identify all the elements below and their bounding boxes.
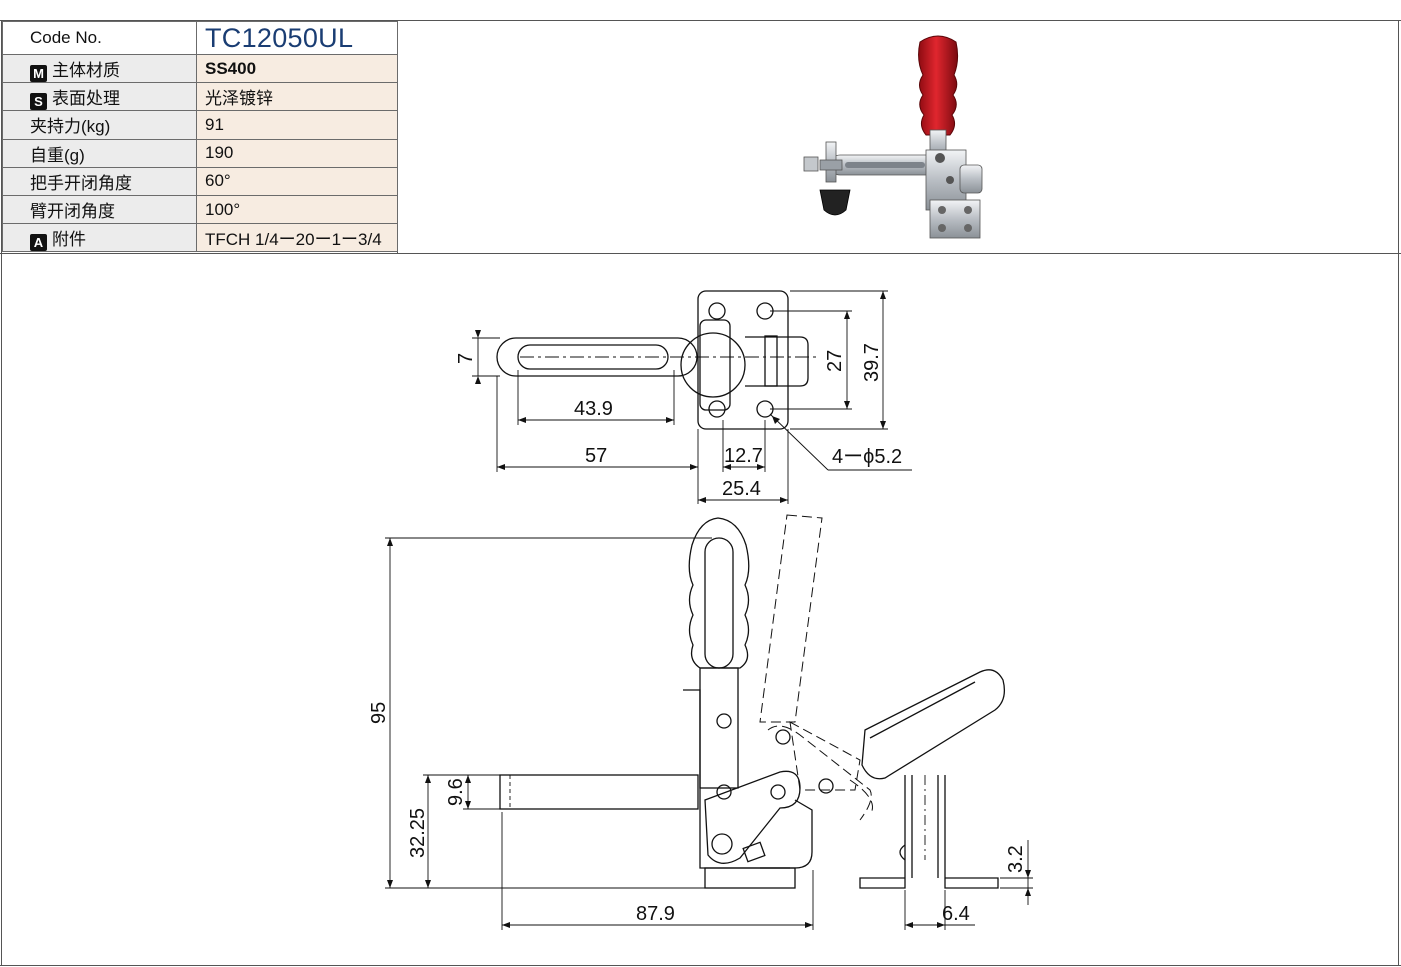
spec-label: 附件: [52, 229, 86, 249]
spec-row-accessory: A 附件 TFCH 1/4ー20ー1ー3/4: [2, 223, 398, 253]
spec-row-code: Code No. TC12050UL: [2, 21, 398, 55]
accessory-badge-icon: A: [30, 233, 47, 251]
spec-value: 光泽镀锌: [196, 82, 398, 112]
frame-top-line: [0, 20, 1401, 21]
dim-holes: 4ーϕ5.2: [832, 446, 902, 468]
spec-row-handle-angle: 把手开闭角度 60°: [2, 166, 398, 196]
dim-slot-length: 43.9: [574, 398, 613, 420]
material-badge-icon: M: [30, 64, 47, 82]
dim-hole-pitch-x: 12.7: [724, 445, 763, 467]
dim-reach: 87.9: [636, 903, 675, 925]
technical-drawing: 7 43.9 57 12.7 25.4 27 39.7 4ーϕ5.2 95 32…: [368, 290, 1033, 930]
spec-row-surface: S 表面处理 光泽镀锌: [2, 82, 398, 112]
spec-value: SS400: [196, 53, 398, 84]
spec-label: 表面处理: [52, 88, 120, 108]
rubber-tip-icon: [819, 189, 851, 216]
spec-label: 把手开闭角度: [2, 166, 197, 196]
spec-code-label: Code No.: [2, 21, 197, 55]
dim-arm-thickness: 9.6: [445, 778, 467, 806]
spec-label: 自重(g): [2, 138, 197, 168]
spec-value: 91: [196, 110, 398, 140]
spec-code-value: TC12050UL: [196, 21, 398, 55]
dim-spindle-height: 32.25: [407, 808, 429, 858]
spec-value: 60°: [196, 166, 398, 196]
spec-value: TFCH 1/4ー20ー1ー3/4: [196, 223, 398, 253]
spec-row-material: M 主体材质 SS400: [2, 53, 398, 84]
frame-left-line: [1, 20, 2, 966]
surface-badge-icon: S: [30, 92, 47, 110]
dim-base-height: 39.7: [861, 343, 883, 382]
dim-base-thickness: 3.2: [1005, 845, 1027, 873]
handle-grip-icon: [918, 35, 959, 136]
spec-row-holding-force: 夹持力(kg) 91: [2, 110, 398, 140]
dim-width: 6.4: [942, 903, 970, 925]
spec-row-arm-angle: 臂开闭角度 100°: [2, 194, 398, 225]
dim-base-width: 25.4: [722, 478, 761, 500]
spec-row-weight: 自重(g) 190: [2, 138, 398, 168]
dim-slot-width: 7: [455, 353, 477, 364]
dim-total-height: 95: [368, 702, 390, 724]
dim-hole-pitch-y: 27: [824, 350, 846, 372]
spec-label: 夹持力(kg): [2, 110, 197, 140]
dim-overall-left: 57: [585, 445, 607, 467]
spec-label: 臂开闭角度: [2, 194, 197, 225]
product-photo: [803, 35, 983, 239]
frame-right-line: [1398, 20, 1399, 966]
frame-table-divider: [397, 20, 398, 253]
spec-value: 190: [196, 138, 398, 168]
spec-table: Code No. TC12050UL M 主体材质 SS400 S 表面处理 光泽镀…: [2, 21, 398, 253]
frame-mid-line: [0, 253, 1401, 254]
frame-bottom-line: [0, 965, 1401, 966]
spec-label: 主体材质: [52, 60, 120, 80]
spec-value: 100°: [196, 194, 398, 225]
